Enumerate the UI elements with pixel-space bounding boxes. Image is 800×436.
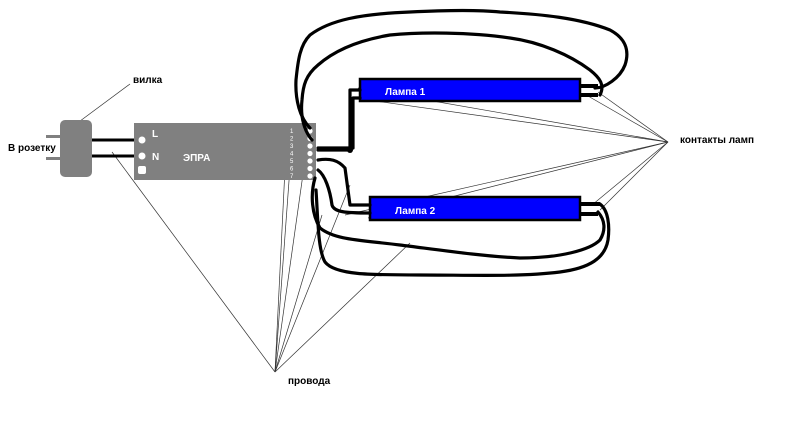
output-terminal-label: 4 <box>290 152 294 158</box>
terminal-L-label: L <box>152 129 158 140</box>
plug <box>46 120 92 177</box>
output-terminal <box>307 173 313 179</box>
lamp-contacts-label: контакты ламп <box>680 135 754 146</box>
plug-label: вилка <box>133 75 163 86</box>
lamp-1: Лампа 1 <box>358 77 598 103</box>
output-terminal-label: 6 <box>290 167 294 173</box>
terminal-N <box>138 152 146 160</box>
output-terminal <box>307 158 313 164</box>
terminal-ground <box>138 166 146 174</box>
thick-wires <box>294 8 629 277</box>
lamp-2: Лампа 2 <box>368 195 600 222</box>
callout-line-plug <box>71 83 131 128</box>
output-terminal <box>307 150 313 157</box>
output-terminal <box>307 165 313 172</box>
ballast-body <box>134 123 316 180</box>
output-terminal-label: 7 <box>290 174 294 180</box>
terminal-L <box>138 136 146 144</box>
terminal-N-label: N <box>152 152 159 163</box>
output-terminal-label: 2 <box>290 137 294 143</box>
wires-label: провода <box>288 376 331 387</box>
output-terminal <box>307 128 313 134</box>
lamp-2-tube <box>368 195 582 222</box>
ballast: L N ЭПРА 1 23 45 67 <box>134 123 316 180</box>
callout-lines-wires <box>111 127 411 373</box>
plug-body <box>60 120 92 177</box>
socket-label: В розетку <box>8 143 56 154</box>
lamp-2-label: Лампа 2 <box>395 206 436 217</box>
output-terminal-label: 1 <box>290 129 294 135</box>
lamp-1-label: Лампа 1 <box>385 87 426 98</box>
output-terminal-label: 5 <box>290 159 294 165</box>
ballast-label: ЭПРА <box>183 153 210 164</box>
output-terminal <box>307 143 313 149</box>
output-terminal-label: 3 <box>290 144 294 150</box>
